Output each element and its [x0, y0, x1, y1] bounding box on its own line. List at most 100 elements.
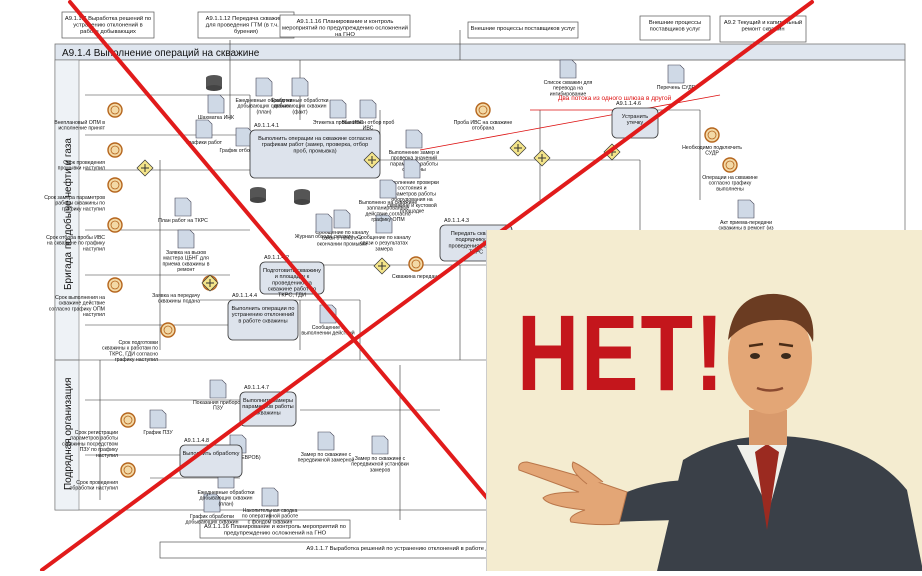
lane-label-1: Бригада по добыче нефти и газа: [62, 138, 74, 290]
event-circle: [120, 412, 136, 428]
event-circle: [107, 277, 123, 293]
task-box: [227, 299, 299, 341]
top-process-box: [467, 21, 579, 39]
document-icon: [371, 435, 389, 455]
task-id: А9.1.1.4.3: [444, 218, 469, 224]
databases: [206, 75, 310, 205]
document-icon: [177, 229, 195, 249]
lane-1-header: [54, 59, 80, 361]
document-icon: [375, 214, 393, 234]
document-icon: [315, 213, 333, 233]
event-inner: [123, 415, 133, 425]
diagram-title: А9.1.4 Выполнение операций на скважине: [62, 48, 260, 59]
document-icon: [209, 379, 227, 399]
document-icon: [255, 77, 273, 97]
event-circle: [722, 157, 738, 173]
database-icon-base: [206, 85, 222, 91]
document-icon: [203, 493, 221, 513]
event-inner: [110, 220, 120, 230]
task-id: А9.1.1.4.2: [264, 255, 289, 261]
document-icon: [403, 159, 421, 179]
task-box: [239, 391, 297, 427]
document-label: Графики работ: [186, 140, 223, 146]
task-label: Выполнить обработку: [183, 451, 240, 457]
event-circle: [120, 462, 136, 478]
event-circle: [704, 127, 720, 143]
task-id: А9.1.1.4.4: [232, 293, 257, 299]
gateway-mark: [514, 144, 522, 152]
document-icon: [379, 179, 397, 199]
document-icon: [261, 487, 279, 507]
document-icon: [317, 431, 335, 451]
document-icon: [195, 119, 213, 139]
poster-man-illustration: [487, 230, 922, 571]
event-circle: [408, 256, 424, 272]
database-icon-body: [206, 78, 222, 88]
document-icon: [333, 209, 351, 229]
bottom-process-box: [199, 519, 351, 539]
event-circle: [107, 102, 123, 118]
document-icon: [174, 197, 192, 217]
event-inner: [110, 180, 120, 190]
lane-2-header: [54, 359, 80, 511]
document-label: Журнал обхода скважин: [295, 234, 354, 240]
database-icon-base: [294, 199, 310, 205]
event-inner: [478, 105, 488, 115]
document-icon: [359, 99, 377, 119]
document-label: Шахматка ИНК: [198, 115, 234, 121]
document-icon: [329, 99, 347, 119]
red-note: Два потока из одного шлюза в другой: [558, 94, 672, 102]
document-icon: [405, 129, 423, 149]
task-box: [611, 107, 659, 139]
gateway-mark: [206, 279, 214, 287]
event-inner: [163, 325, 173, 335]
lane-label-2: Подрядная организация: [63, 378, 74, 490]
gateway-mark: [378, 262, 386, 270]
bottom-process-label: А9.1.1.7 Выработка решений по устранению…: [306, 545, 573, 552]
task-id: А9.1.1.4.8: [184, 438, 209, 444]
event-inner: [110, 280, 120, 290]
gateway-mark: [141, 164, 149, 172]
red-flow-line: [419, 94, 721, 151]
task-id: А9.1.1.4.1: [254, 123, 279, 129]
task-id: А9.1.1.4.6: [616, 101, 641, 107]
event-inner: [123, 465, 133, 475]
document-icon: [667, 64, 685, 84]
document-label: План работ на ТКРС: [158, 218, 208, 224]
gateway-mark: [538, 154, 546, 162]
document-icon: [291, 77, 309, 97]
task-id: А9.1.1.4.7: [244, 385, 269, 391]
event-circle: [107, 217, 123, 233]
poster-net-text: НЕТ!: [517, 293, 726, 414]
gateway-mark: [368, 156, 376, 164]
document-label: Этикетка пробы ИВС: [313, 120, 364, 126]
event-inner: [110, 105, 120, 115]
